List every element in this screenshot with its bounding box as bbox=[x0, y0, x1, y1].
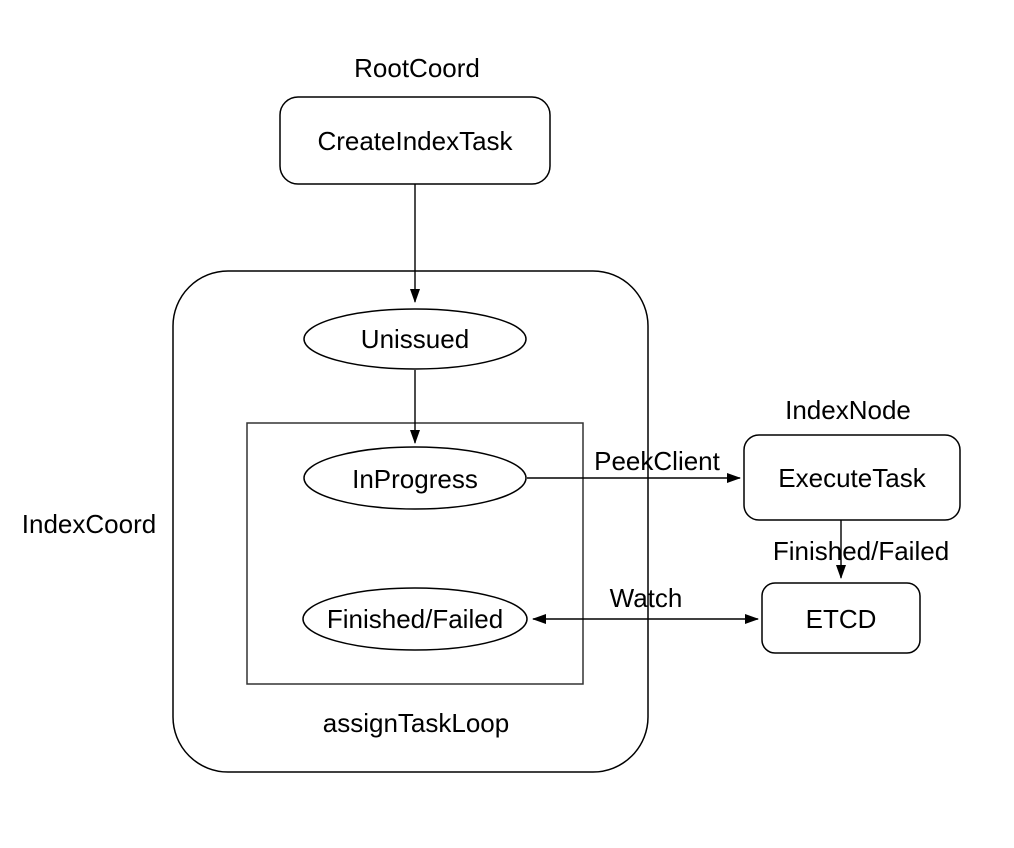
index-coord-container bbox=[172, 270, 649, 773]
unissued-label: Unissued bbox=[361, 324, 469, 354]
unissued-ellipse bbox=[303, 308, 527, 370]
assign-task-loop-label: assignTaskLoop bbox=[323, 708, 509, 738]
execute-task-label: ExecuteTask bbox=[778, 463, 926, 493]
etcd-label: ETCD bbox=[806, 604, 877, 634]
finished-failed-ellipse-label: Finished/Failed bbox=[327, 604, 503, 634]
peekclient-edge-label: PeekClient bbox=[594, 446, 721, 476]
index-coord-label: IndexCoord bbox=[22, 509, 156, 539]
create-index-task-box bbox=[279, 96, 551, 185]
in-progress-label: InProgress bbox=[352, 464, 478, 494]
watch-edge-label: Watch bbox=[610, 583, 683, 613]
etcd-box bbox=[761, 582, 921, 654]
indexnode-label: IndexNode bbox=[785, 395, 911, 425]
create-index-task-label: CreateIndexTask bbox=[317, 126, 513, 156]
rootcoord-label: RootCoord bbox=[354, 53, 480, 83]
finished-failed-ellipse bbox=[302, 587, 528, 651]
finished-failed-edge-label: Finished/Failed bbox=[773, 536, 949, 566]
in-progress-ellipse bbox=[303, 446, 527, 510]
execute-task-box bbox=[743, 434, 961, 521]
